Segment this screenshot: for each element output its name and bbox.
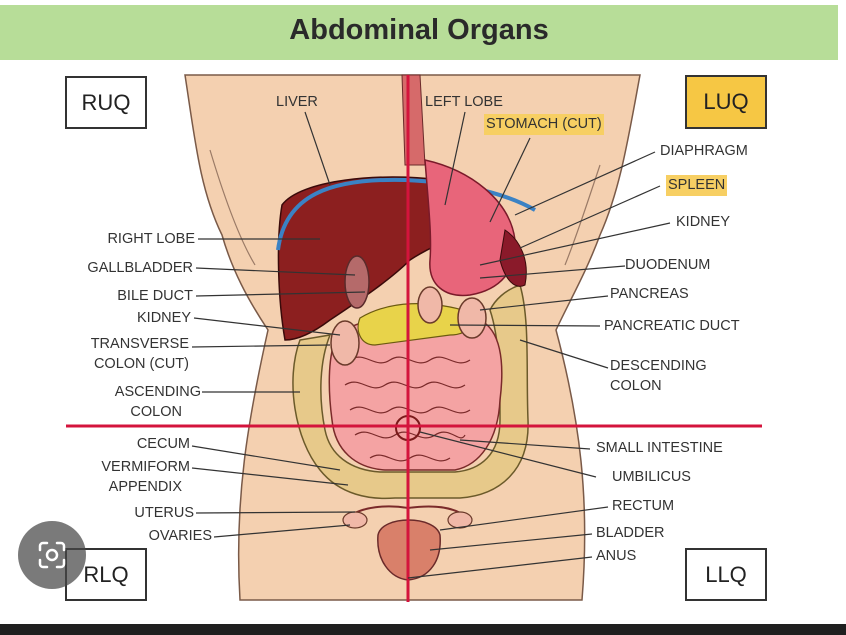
label-rectum: RECTUM <box>612 498 675 514</box>
label-descending-2: COLON <box>610 378 662 394</box>
label-kidney-left: KIDNEY <box>137 310 191 326</box>
label-spleen: SPLEEN <box>666 175 728 196</box>
quadrant-llq: LLQ <box>685 548 767 601</box>
label-vermiform-1: VERMIFORM <box>101 459 190 475</box>
ovary-right <box>447 511 473 529</box>
label-cecum: CECUM <box>136 436 190 452</box>
label-umbilicus: UMBILICUS <box>612 469 691 485</box>
bottom-bar <box>0 624 846 635</box>
label-uterus: UTERUS <box>134 505 194 521</box>
page-title: Abdominal Organs <box>289 14 549 46</box>
label-descending-1: DESCENDING <box>610 358 707 374</box>
label-vermiform-2: APPENDIX <box>108 479 182 495</box>
label-pancreas: PANCREAS <box>610 286 689 302</box>
kidney-right <box>330 320 360 366</box>
label-transverse-1: TRANSVERSE <box>90 336 189 352</box>
label-diaphragm: DIAPHRAGM <box>660 143 748 159</box>
label-kidney-right: KIDNEY <box>676 214 730 230</box>
label-bladder: BLADDER <box>596 525 665 541</box>
diaphragm <box>276 177 536 251</box>
label-bile-duct: BILE DUCT <box>117 288 193 304</box>
label-duodenum: DUODENUM <box>625 257 711 273</box>
kidney-left <box>457 297 487 339</box>
label-pancreatic-duct: PANCREATIC DUCT <box>604 318 740 334</box>
quadrant-luq: LUQ <box>685 75 767 129</box>
label-liver: LIVER <box>276 94 318 110</box>
gallbladder <box>344 255 370 309</box>
leader-lines <box>191 111 671 579</box>
quadrant-ruq: RUQ <box>65 76 147 129</box>
label-small-intestine: SMALL INTESTINE <box>596 440 723 456</box>
intestine-folds <box>344 356 471 462</box>
label-left-lobe: LEFT LOBE <box>425 94 503 110</box>
lens-search-icon <box>38 541 66 569</box>
label-transverse-2: COLON (CUT) <box>93 356 189 372</box>
label-ovaries: OVARIES <box>148 528 212 544</box>
label-right-lobe: RIGHT LOBE <box>107 231 195 247</box>
duodenum <box>417 286 443 324</box>
title-bar <box>0 5 838 60</box>
label-stomach: STOMACH (CUT) <box>484 114 604 135</box>
label-gallbladder: GALLBLADDER <box>87 260 193 276</box>
label-ascending-2: COLON <box>130 404 182 420</box>
label-ascending-1: ASCENDING <box>114 384 201 400</box>
torso-contour-left <box>209 149 256 266</box>
colon <box>292 284 529 500</box>
lens-search-button[interactable] <box>18 521 86 589</box>
label-anus: ANUS <box>596 548 637 564</box>
